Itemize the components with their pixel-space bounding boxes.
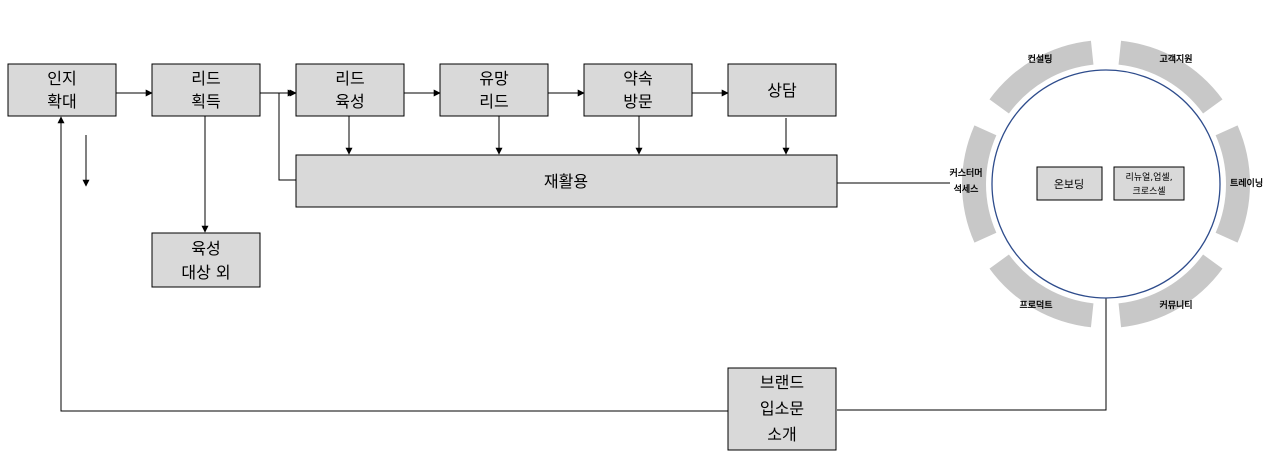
appointment-visit-label-2: 방문 (623, 92, 652, 111)
brand-referral-box: 브랜드 입소문 소개 (727, 367, 837, 451)
onboarding-label: 온보딩 (1054, 178, 1084, 191)
segment-customer-success-label-2: 석세스 (954, 183, 980, 195)
brand-referral-label-3: 소개 (767, 425, 796, 444)
segment-customer-support-label: 고객지원 (1159, 53, 1192, 65)
segment-training (1215, 125, 1250, 243)
segment-community (1118, 254, 1223, 328)
renewal-label-1: 리뉴얼,업셀, (1125, 172, 1172, 183)
segment-community-label: 커뮤니티 (1159, 299, 1192, 311)
nurture-excluded-label-1: 육성 (191, 239, 220, 258)
segment-product-label: 프로덕트 (1019, 300, 1053, 311)
segment-customer-success-label-1: 커스터머 (949, 167, 982, 179)
nurture-excluded-label-2: 대상 외 (181, 263, 230, 282)
ring-segments (961, 40, 1250, 328)
lead-nurture-label-2: 육성 (335, 92, 364, 111)
customer-cycle: 컨설팅 고객지원 트레이닝 커뮤니티 프로덕트 커스터머 석세스 온보딩 리뉴얼… (949, 40, 1263, 328)
consultation-label: 상담 (767, 81, 797, 100)
appointment-visit-box: 약속 방문 (583, 63, 693, 117)
promising-lead-label-2: 리드 (479, 92, 508, 111)
segment-consulting-label: 컨설팅 (1028, 53, 1053, 65)
consultation-box: 상담 (727, 63, 837, 117)
arrow-recycle-to-lead-nurture (278, 89, 296, 181)
segment-consulting (989, 40, 1094, 114)
arrow-brand-to-awareness (57, 116, 728, 412)
awareness-label-2: 확대 (47, 92, 76, 111)
lead-nurture-box: 리드 육성 (295, 63, 405, 117)
brand-referral-label-1: 브랜드 (760, 373, 804, 392)
lead-acquisition-label-2: 획득 (191, 92, 220, 111)
lead-nurture-label-1: 리드 (335, 69, 364, 88)
segment-training-label: 트레이닝 (1230, 177, 1263, 189)
segment-customer-success (961, 125, 997, 243)
lead-acquisition-label-1: 리드 (191, 69, 220, 88)
arrow-cycle-to-awareness (837, 297, 1107, 411)
renewal-label-2: 크로스셀 (1132, 186, 1165, 197)
cycle-circle (991, 69, 1221, 299)
awareness-label-1: 인지 (47, 69, 76, 88)
awareness-box: 인지 확대 (7, 63, 117, 117)
appointment-visit-label-1: 약속 (623, 69, 652, 88)
segment-product (989, 254, 1094, 328)
promising-lead-box: 유망 리드 (439, 63, 549, 117)
onboarding-box: 온보딩 (1036, 166, 1103, 201)
connectors (57, 89, 1107, 412)
brand-referral-label-2: 입소문 (760, 399, 804, 418)
renewal-box: 리뉴얼,업셀, 크로스셀 (1113, 166, 1185, 201)
nurture-excluded-box: 육성 대상 외 (151, 232, 261, 288)
recycle-label: 재활용 (544, 172, 588, 191)
lead-acquisition-box: 리드 획득 (151, 63, 261, 117)
recycle-box: 재활용 (295, 154, 838, 208)
segment-customer-support (1118, 40, 1223, 114)
promising-lead-label-1: 유망 (479, 69, 509, 88)
